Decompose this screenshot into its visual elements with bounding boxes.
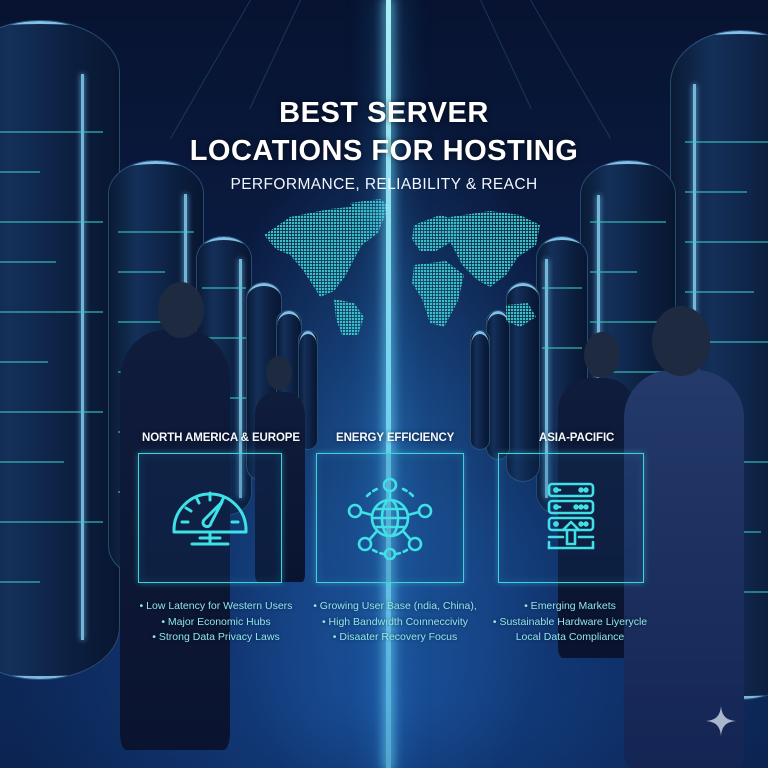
- server-tower: [470, 330, 490, 450]
- page-title-line-2: LOCATIONS FOR HOSTING: [189, 135, 579, 167]
- bullet-item: • Strong Data Privacy Laws: [152, 631, 280, 643]
- person-head: [158, 282, 204, 338]
- region-label-north-america-europe: NORTH AMERICA & EUROPE: [142, 432, 300, 444]
- region-card-energy-efficiency: [316, 453, 464, 583]
- region-label-energy-efficiency: ENERGY EFFICIENCY: [336, 432, 455, 444]
- page-title-line-1: BEST SERVER: [279, 97, 489, 129]
- sparkle-icon: [706, 706, 736, 736]
- server-tower: [0, 20, 120, 680]
- page-subtitle: PERFORMANCE, RELIABILITY & REACH: [230, 176, 538, 193]
- region-label-asia-pacific: ASIA-PACIFIC: [539, 432, 615, 444]
- ceiling-line: [249, 0, 301, 109]
- person-head: [652, 306, 710, 376]
- person-head: [584, 332, 620, 378]
- bullet-item: • Emerging Markets: [524, 600, 616, 612]
- speedometer-icon: [172, 491, 248, 546]
- ceiling-line: [480, 0, 532, 109]
- region-bullets-energy-efficiency: • Growing User Base (ndia, China), • Hig…: [305, 599, 485, 646]
- region-card-north-america-europe: [138, 453, 282, 583]
- person-silhouette: [624, 370, 744, 768]
- person-head: [266, 356, 292, 390]
- center-light-beam: [386, 0, 391, 768]
- world-map: [264, 199, 540, 335]
- region-bullets-asia-pacific: • Emerging Markets • Sustainable Hardwar…: [480, 599, 660, 646]
- server-upload-icon: [547, 482, 595, 550]
- bullet-item: • Sustainable Hardware Liyerycle: [492, 615, 648, 628]
- bullet-item: • Disaater Recovery Focus: [332, 631, 458, 643]
- region-bullets-north-america-europe: • Low Latency for Western Users • Major …: [126, 599, 306, 646]
- bullet-item: • Growing User Base (ndia, China),: [313, 600, 477, 612]
- title-block: BEST SERVER LOCATIONS FOR HOSTING PERFOR…: [0, 94, 768, 194]
- region-card-asia-pacific: [498, 453, 644, 583]
- bullet-item: • Major Economic Hubs: [161, 615, 271, 628]
- bullet-item: • High Bandwıdth Coınneccivity: [321, 615, 469, 628]
- person-silhouette: [255, 392, 305, 582]
- globe-network-icon: [347, 477, 433, 560]
- server-tower: [486, 310, 510, 460]
- bullet-item: • Low Latency for Western Users: [139, 600, 293, 612]
- bullet-item: Local Data Compliance: [515, 631, 625, 643]
